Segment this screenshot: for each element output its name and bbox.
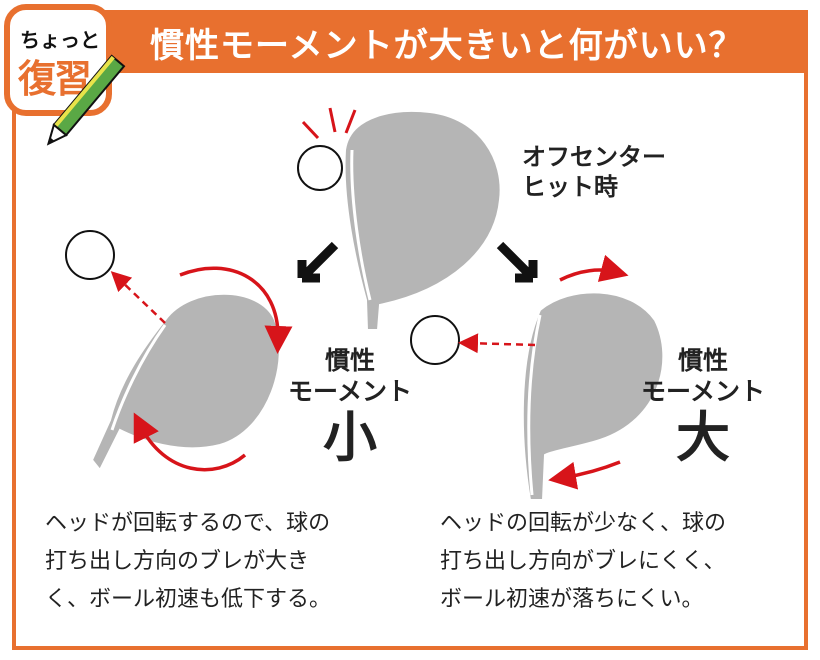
badge-small-text: ちょっと <box>20 28 100 52</box>
left-description: ヘッドが回転するので、球の 打ち出し方向のブレが大き く、ボール初速も低下する。 <box>45 505 331 619</box>
ball <box>65 230 115 280</box>
arrow-down-left-icon <box>297 241 339 283</box>
moi-small-label: 慣性 モーメント 小 <box>275 345 425 467</box>
frame <box>12 10 808 650</box>
desc-line: ヘッドが回転するので、球の <box>45 511 331 536</box>
header-band <box>12 10 808 73</box>
desc-line: 打ち出し方向のブレが大き <box>45 549 310 574</box>
moi-size-large: 大 <box>676 405 730 469</box>
club-head-top <box>297 107 502 331</box>
moi-size-small: 小 <box>323 405 377 469</box>
moi-line2: モーメント <box>640 377 765 407</box>
moi-line1: 慣性 <box>677 346 728 375</box>
arrow-down-right-icon <box>496 241 538 283</box>
pencil-icon <box>46 54 126 146</box>
desc-line: ヘッドの回転が少なく、球の <box>440 511 727 536</box>
moi-line2: モーメント <box>287 377 412 407</box>
moi-large-label: 慣性 モーメント 大 <box>628 345 778 467</box>
club-head-left <box>65 230 293 472</box>
desc-line: 打ち出し方向がブレにくく、 <box>440 549 726 574</box>
desc-line: ボール初速が落ちにくい。 <box>440 587 704 612</box>
club-head-right <box>410 254 665 501</box>
offcenter-line1: オフセンター <box>522 143 666 171</box>
offcenter-label: オフセンター ヒット時 <box>522 142 666 202</box>
desc-line: く、ボール初速も低下する。 <box>45 587 332 612</box>
page-title: 慣性モーメントが大きいと何がいい？ <box>150 26 744 66</box>
moi-line1: 慣性 <box>324 346 375 375</box>
ball <box>297 145 343 191</box>
offcenter-line2: ヒット時 <box>522 173 618 201</box>
right-description: ヘッドの回転が少なく、球の 打ち出し方向がブレにくく、 ボール初速が落ちにくい。 <box>440 505 726 619</box>
